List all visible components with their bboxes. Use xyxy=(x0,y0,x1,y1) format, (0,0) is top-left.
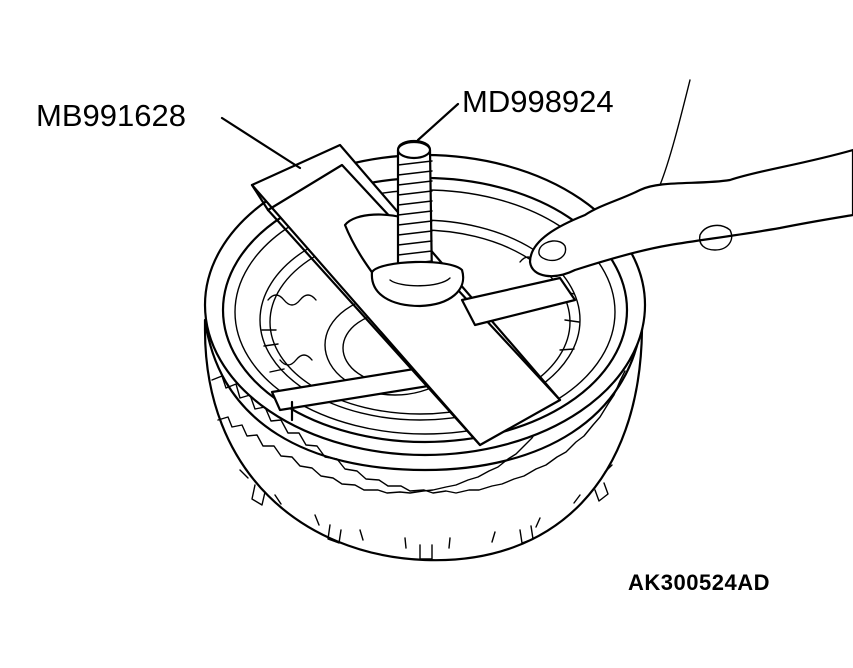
leader-line-md998924 xyxy=(416,102,460,142)
wing-nut xyxy=(370,260,465,308)
callout-label-mb991628: MB991628 xyxy=(36,98,186,133)
callout-label-md998924: MD998924 xyxy=(462,84,614,119)
tool-md998924-bolt xyxy=(370,139,465,308)
fingernail xyxy=(698,224,733,251)
leader-line-mb991628 xyxy=(220,116,302,170)
tool-handle-bar xyxy=(460,276,577,327)
figure-code-label: AK300524AD xyxy=(628,570,770,595)
hand-drawing xyxy=(528,79,853,278)
drum-spline-teeth xyxy=(211,370,626,560)
